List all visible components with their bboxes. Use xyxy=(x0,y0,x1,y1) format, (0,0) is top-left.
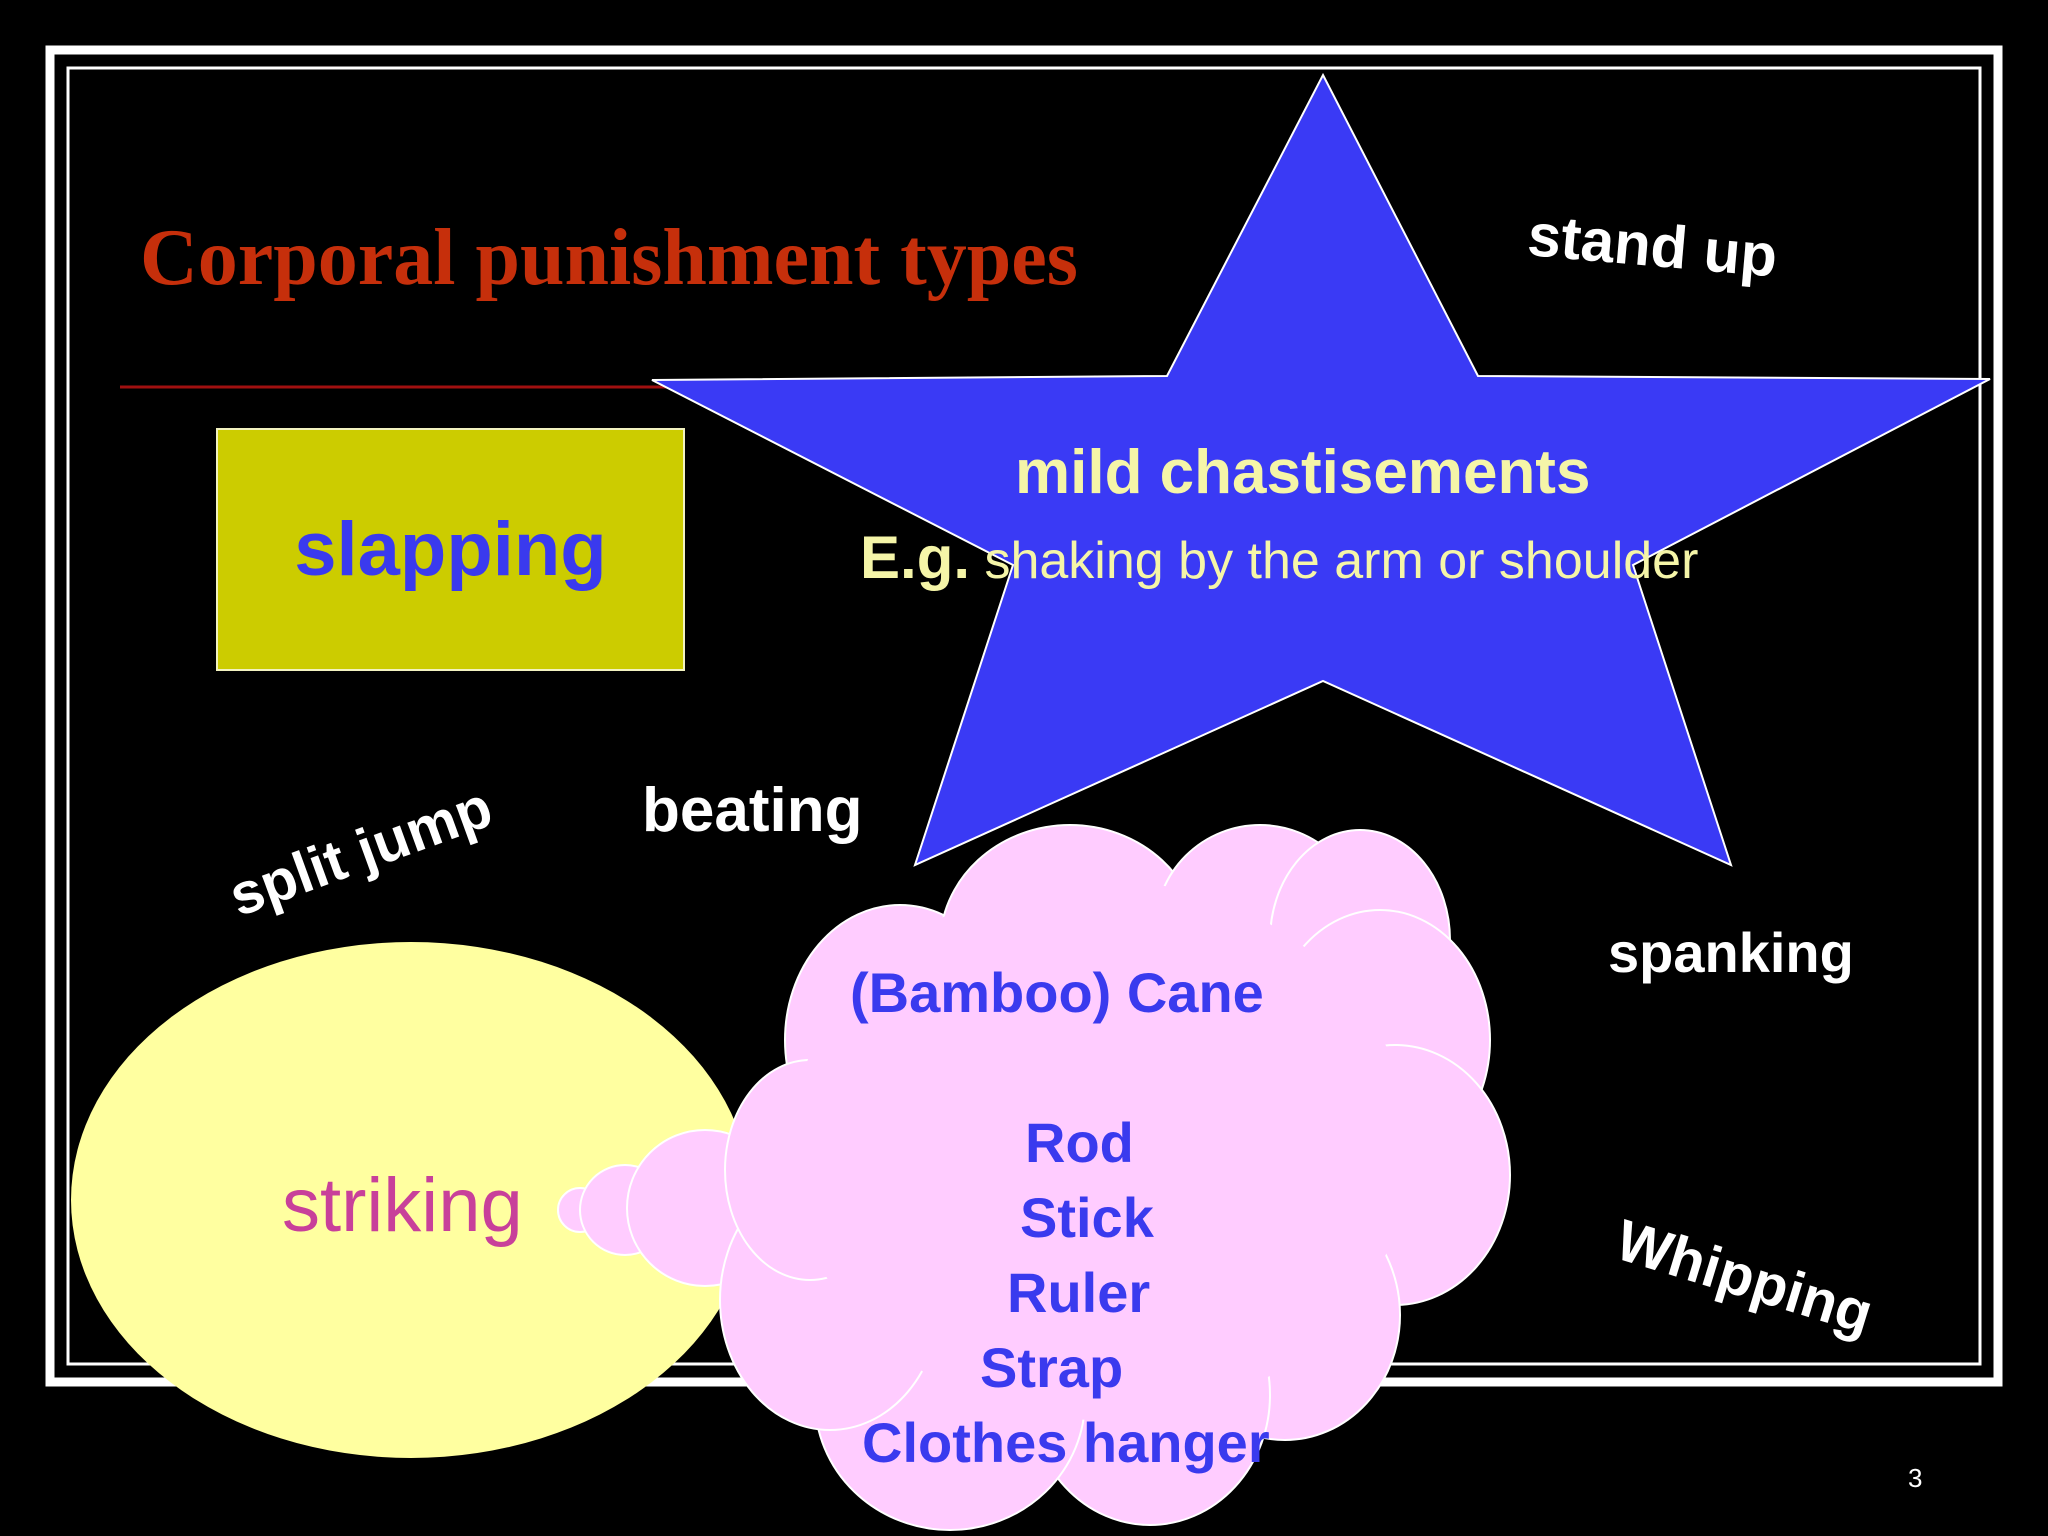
slapping-box: slapping xyxy=(216,428,685,671)
word-spanking: spanking xyxy=(1608,921,1854,984)
slapping-label: slapping xyxy=(294,507,607,592)
striking-ellipse xyxy=(71,942,751,1458)
cloud-item-strap: Strap xyxy=(980,1336,1124,1399)
example-prefix: E.g. xyxy=(860,524,971,591)
star-example: E.g. shaking by the arm or shoulder xyxy=(860,528,1698,588)
page-number: 3 xyxy=(1908,1463,1923,1493)
mild-chastisement-star xyxy=(651,72,1991,867)
striking-label: striking xyxy=(282,1163,523,1248)
cloud-item-rod: Rod xyxy=(1025,1111,1134,1174)
cloud-item-ruler: Ruler xyxy=(1007,1261,1151,1324)
cloud-item-cane: (Bamboo) Cane xyxy=(850,961,1264,1024)
slide-title: Corporal punishment types xyxy=(140,214,1078,302)
cloud-item-clothes-hanger: Clothes hanger xyxy=(862,1411,1270,1474)
star-heading: mild chastisements xyxy=(1015,438,1591,507)
cloud-item-stick: Stick xyxy=(1020,1186,1154,1249)
example-text: shaking by the arm or shoulder xyxy=(984,532,1699,590)
word-beating: beating xyxy=(642,776,863,845)
thought-cloud xyxy=(557,824,1511,1531)
